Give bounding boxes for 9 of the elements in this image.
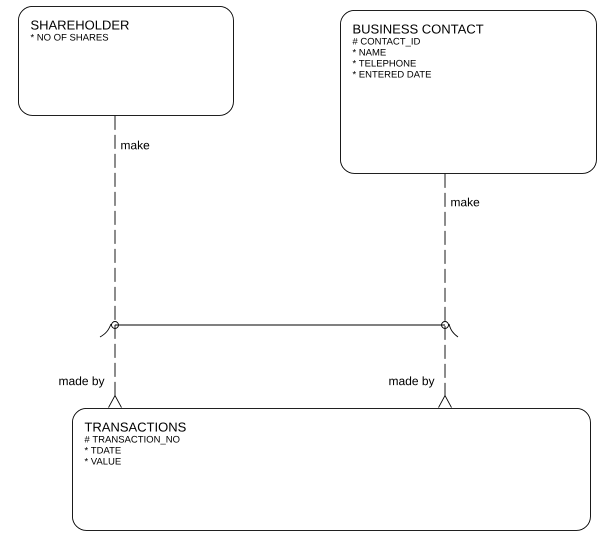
relationship-label: made by bbox=[59, 376, 104, 388]
entity-box: SHAREHOLDER * NO OF SHARES bbox=[18, 6, 234, 116]
edge-label: make bbox=[121, 140, 150, 150]
entity-box: BUSINESS CONTACT # CONTACT_ID * NAME * TELEPHONE * ENTERED DATE bbox=[340, 10, 597, 174]
relationship-line bbox=[108, 115, 122, 408]
relationship-label: made by bbox=[389, 376, 435, 388]
entity-box: TRANSACTIONS # TRANSACTION_NO * TDATE * VALUE bbox=[72, 408, 591, 531]
relationship-line bbox=[438, 173, 452, 408]
edge-label: make bbox=[451, 198, 480, 206]
